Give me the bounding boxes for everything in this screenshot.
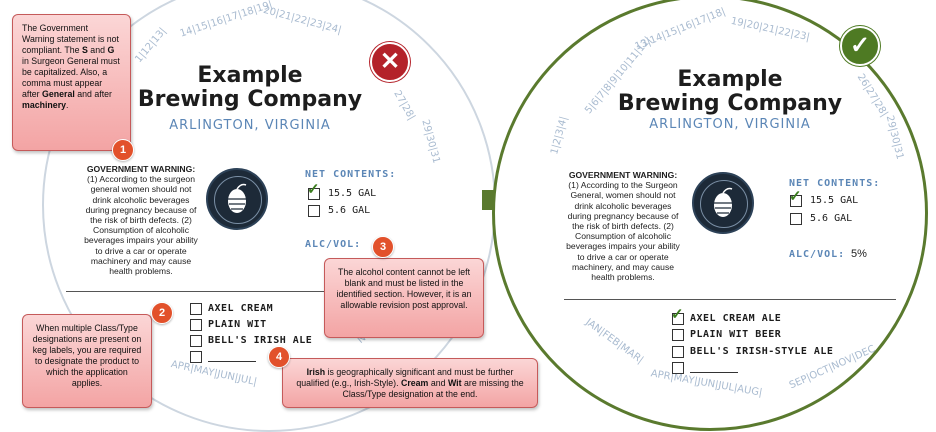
- net-contents-checkbox-1[interactable]: [308, 188, 320, 200]
- net-contents-option: 15.5 GAL: [328, 188, 377, 199]
- callout-badge: 1: [112, 139, 134, 161]
- callout-1: The Government Warning statement is not …: [12, 14, 131, 151]
- class-type-option: AXEL CREAM ALE: [690, 313, 782, 324]
- class-type-checkbox-2[interactable]: [190, 319, 202, 331]
- alc-vol-title: ALC/VOL:: [789, 249, 846, 260]
- net-contents-option: 15.5 GAL: [810, 195, 859, 206]
- brand-city: ARLINGTON, VIRGINIA: [169, 118, 331, 133]
- class-type-option: AXEL CREAM: [208, 303, 274, 314]
- callout-badge: 3: [372, 236, 394, 258]
- hop-icon: [714, 187, 733, 217]
- net-contents-title: NET CONTENTS:: [305, 169, 397, 180]
- class-type-checkbox-4[interactable]: [672, 362, 684, 374]
- net-contents-checkbox-2[interactable]: [790, 213, 802, 225]
- government-warning: GOVERNMENT WARNING: (1) According to the…: [566, 170, 680, 283]
- callout-badge: 2: [151, 302, 173, 324]
- class-type-checkbox-1[interactable]: [672, 313, 684, 325]
- hop-logo: [206, 168, 268, 230]
- class-type-option: BELL'S IRISH-STYLE ALE: [690, 346, 834, 357]
- callout-badge: 4: [268, 346, 290, 368]
- alc-vol-title: ALC/VOL:: [305, 239, 362, 250]
- alc-vol-value: 5%: [851, 248, 867, 260]
- callout-4: Irish is geographically significant and …: [282, 358, 538, 408]
- net-contents-option: 5.6 GAL: [328, 205, 371, 216]
- checkmark-icon: ✓: [789, 188, 802, 205]
- callout-3: The alcohol content cannot be left blank…: [324, 258, 484, 338]
- net-contents-checkbox-2[interactable]: [308, 205, 320, 217]
- brand-name: Example Brewing Company: [137, 63, 363, 112]
- net-contents-title: NET CONTENTS:: [789, 178, 881, 189]
- class-type-checkbox-3[interactable]: [672, 346, 684, 358]
- divider: [66, 291, 356, 292]
- class-type-blank-line: [208, 361, 256, 362]
- hop-logo: [692, 172, 754, 234]
- government-warning: GOVERNMENT WARNING: (1) According to the…: [84, 164, 198, 277]
- callout-2: When multiple Class/Type designations ar…: [22, 314, 152, 408]
- net-contents-option: 5.6 GAL: [810, 213, 853, 224]
- class-type-checkbox-2[interactable]: [672, 329, 684, 341]
- divider: [564, 299, 896, 300]
- class-type-checkbox-3[interactable]: [190, 335, 202, 347]
- hop-icon: [228, 183, 247, 213]
- checkmark-icon: ✓: [307, 181, 320, 198]
- compliant-check-icon: ✓: [840, 26, 880, 66]
- net-contents-checkbox-1[interactable]: [790, 195, 802, 207]
- brand-city: ARLINGTON, VIRGINIA: [649, 117, 811, 132]
- brand-name: Example Brewing Company: [617, 67, 843, 116]
- class-type-checkbox-4[interactable]: [190, 351, 202, 363]
- checkmark-icon: ✓: [671, 306, 684, 323]
- class-type-blank-line: [690, 372, 738, 373]
- class-type-option: BELL'S IRISH ALE: [208, 335, 313, 346]
- class-type-checkbox-1[interactable]: [190, 303, 202, 315]
- class-type-option: PLAIN WIT: [208, 319, 267, 330]
- class-type-option: PLAIN WIT BEER: [690, 329, 782, 340]
- not-compliant-x-icon: ✕: [370, 42, 410, 82]
